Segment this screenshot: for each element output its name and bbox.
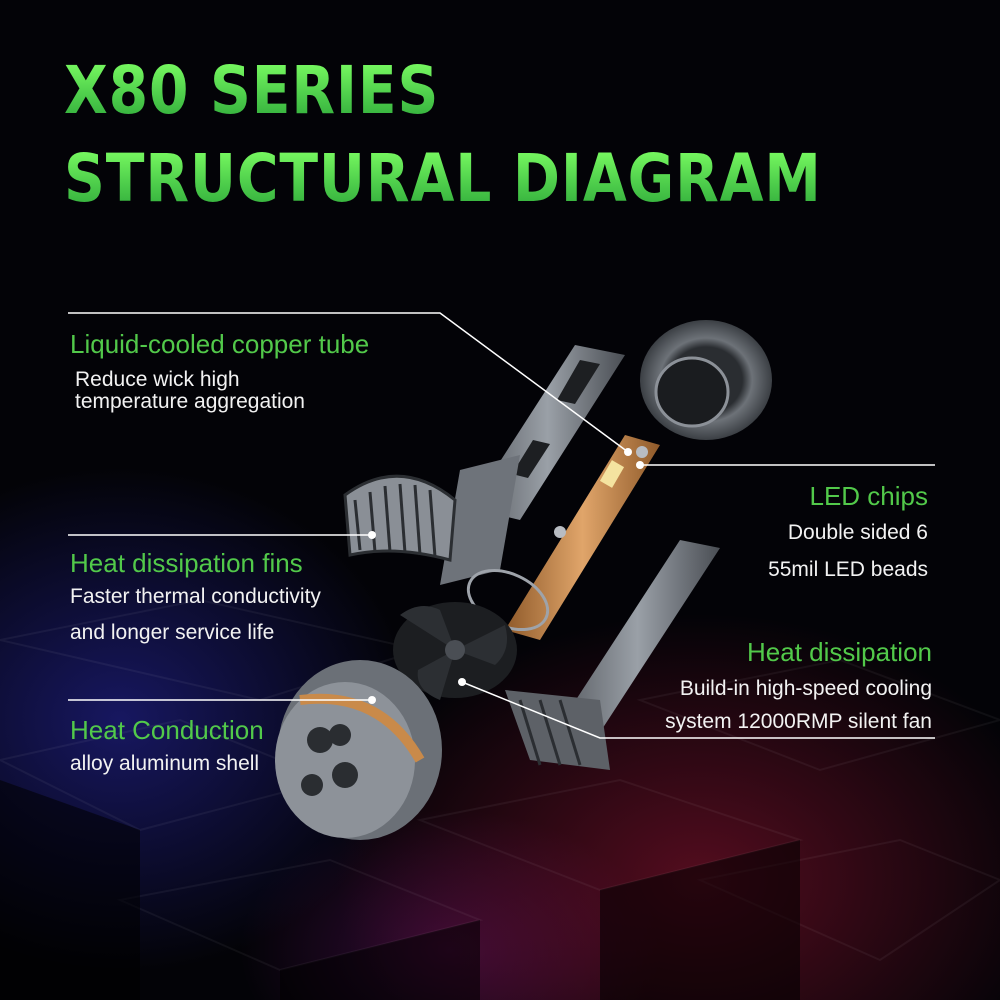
leader-lines <box>68 312 935 739</box>
title-line-1: X80 SERIES <box>64 52 440 129</box>
fins-desc-2: and longer service life <box>70 621 275 644</box>
mounting-collar <box>640 320 772 440</box>
conduction-heading: Heat Conduction <box>70 715 264 745</box>
fan-heading: Heat dissipation <box>747 637 932 667</box>
copper-tube-desc-2: temperature aggregation <box>75 390 305 413</box>
led-chips-heading: LED chips <box>809 481 929 511</box>
led-chips-desc-1: Double sided 6 <box>787 521 928 544</box>
copper-tube-desc-1: Reduce wick high <box>75 368 240 391</box>
lower-bracket <box>505 540 720 770</box>
fins-desc-1: Faster thermal conductivity <box>70 585 321 608</box>
led-chips-desc-2: 55mil LED beads <box>768 558 928 581</box>
fins-heading: Heat dissipation fins <box>70 548 303 578</box>
cooling-fan <box>393 602 517 700</box>
leader-copper-tube <box>68 312 629 453</box>
base-cap <box>275 660 442 840</box>
fan-desc-2: system 12000RMP silent fan <box>665 710 932 733</box>
heat-fins <box>343 474 457 562</box>
copper-heat-pipe <box>505 435 660 640</box>
title-line-2: STRUCTURAL DIAGRAM <box>64 140 822 217</box>
fan-desc-1: Build-in high-speed cooling <box>679 677 932 700</box>
copper-tube-heading: Liquid-cooled copper tube <box>70 329 370 359</box>
upper-bracket <box>440 345 625 585</box>
conduction-desc-1: alloy aluminum shell <box>70 752 260 775</box>
leader-fan <box>461 681 935 739</box>
